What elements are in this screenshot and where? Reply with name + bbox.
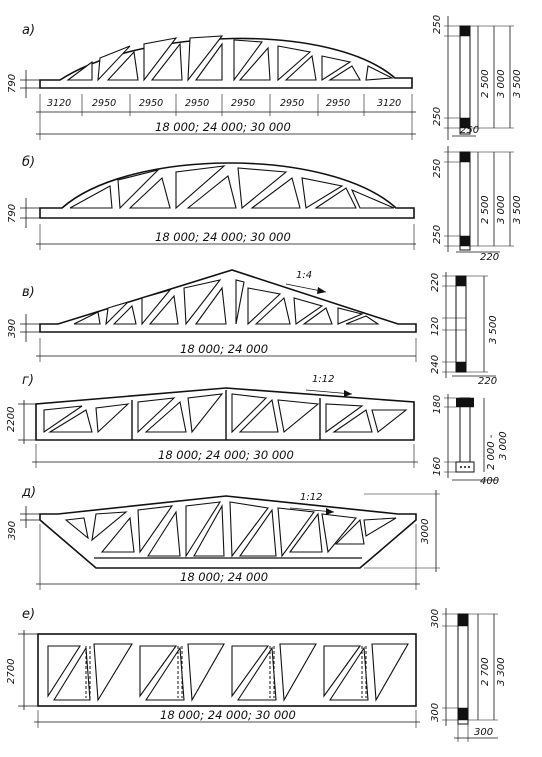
truss-c-openings <box>73 279 380 326</box>
truss-b-end-height: 790 <box>7 204 18 223</box>
truss-a: а) 790 <box>7 15 523 140</box>
truss-f-section-h2: 3 300 <box>496 657 507 686</box>
truss-a-section-top: 250 <box>432 15 443 34</box>
truss-a-panel-1: 3120 <box>47 98 71 109</box>
truss-d-section-top: 180 <box>432 395 443 414</box>
truss-a-section-bottom: 250 <box>432 107 443 126</box>
truss-c-section-width: 220 <box>478 376 497 387</box>
truss-c-section-top: 220 <box>430 273 441 292</box>
truss-e-end-height: 390 <box>7 521 18 540</box>
truss-a-end-height: 790 <box>7 74 18 93</box>
truss-b-section-h2: 3 000 <box>496 195 507 224</box>
truss-b-section-h1: 2 500 <box>480 195 491 224</box>
truss-d-spans: 18 000; 24 000; 30 000 <box>158 448 294 462</box>
truss-f-section: 300 300 300 2 700 3 300 <box>430 608 507 742</box>
truss-c-section-bottom: 240 <box>430 355 441 374</box>
truss-a-panel-3: 2950 <box>139 98 163 109</box>
truss-f-label: е) <box>22 607 35 622</box>
truss-e-section-h1: 3000 <box>420 519 431 544</box>
truss-e: д) 1:12 390 18 000; 24 000 <box>7 485 440 590</box>
truss-f-section-width: 300 <box>474 727 493 738</box>
truss-b-section-width: 220 <box>480 252 499 263</box>
truss-f: е) 2700 18 000; 24 000; 3 <box>6 607 507 742</box>
truss-c-section: 220 120 240 220 3 500 <box>430 272 499 387</box>
truss-a-panel-2: 2950 <box>92 98 116 109</box>
truss-a-section-h2: 3 000 <box>496 69 507 98</box>
truss-d-section-h1: 2 000 - <box>486 434 497 470</box>
truss-b-spans: 18 000; 24 000; 30 000 <box>155 230 291 244</box>
truss-c-slope: 1:4 <box>296 270 312 281</box>
truss-a-panel-8: 3120 <box>377 98 401 109</box>
truss-a-section-h3: 3 500 <box>512 69 523 98</box>
truss-f-section-top: 300 <box>430 609 441 628</box>
truss-e-slope: 1:12 <box>300 492 322 503</box>
truss-c-section-h1: 3 500 <box>488 315 499 344</box>
truss-e-spans: 18 000; 24 000 <box>180 570 268 584</box>
truss-a-panel-7: 2950 <box>326 98 350 109</box>
truss-c-section-middle: 120 <box>430 317 441 336</box>
truss-c: в) 1:4 390 18 000; 24 000 <box>7 269 499 387</box>
truss-b: б) 790 18 000; 24 000; 30 000 <box>7 146 523 263</box>
truss-a-section-h1: 2 500 <box>480 69 491 98</box>
truss-a-panel-6: 2950 <box>280 98 304 109</box>
truss-d-section: 180 160 400 2 000 - 3 000 <box>432 394 509 487</box>
truss-d-end-height: 2200 <box>6 407 17 432</box>
truss-a-spans: 18 000; 24 000; 30 000 <box>155 120 291 134</box>
truss-e-section: 3000 <box>364 490 440 572</box>
truss-a-outline <box>39 37 413 89</box>
truss-f-openings <box>47 643 409 702</box>
truss-d-slope: 1:12 <box>312 374 334 385</box>
truss-a-panel-5: 2950 <box>231 98 255 109</box>
truss-b-openings <box>69 165 395 210</box>
truss-c-label: в) <box>22 285 35 300</box>
truss-a-label: а) <box>22 23 35 38</box>
truss-d-openings <box>43 393 408 434</box>
truss-d-section-h2: 3 000 <box>498 431 509 460</box>
truss-f-end-height: 2700 <box>6 659 17 684</box>
truss-b-section: 250 250 220 2 500 3 000 3 500 <box>432 146 523 263</box>
truss-d-section-width: 400 <box>480 476 499 487</box>
truss-b-section-h3: 3 500 <box>512 195 523 224</box>
truss-d-section-bottom: 160 <box>432 457 443 476</box>
truss-e-label: д) <box>21 485 36 500</box>
truss-a-section-width: 250 <box>460 125 479 136</box>
truss-a-openings <box>66 35 395 82</box>
truss-f-section-h1: 2 700 <box>480 657 491 686</box>
truss-f-spans: 18 000; 24 000; 30 000 <box>160 708 296 722</box>
truss-a-panel-4: 2950 <box>185 98 209 109</box>
truss-d: г) 1:12 2200 18 00 <box>6 373 509 487</box>
truss-b-section-bottom: 250 <box>432 225 443 244</box>
truss-a-section: 250 250 250 2 500 3 000 3 500 <box>432 15 523 140</box>
truss-c-end-height: 390 <box>7 319 18 338</box>
truss-b-label: б) <box>22 155 35 170</box>
truss-b-section-top: 250 <box>432 159 443 178</box>
truss-c-spans: 18 000; 24 000 <box>180 342 268 356</box>
truss-d-label: г) <box>22 373 34 388</box>
truss-e-openings <box>64 501 397 558</box>
truss-f-section-bottom: 300 <box>430 703 441 722</box>
